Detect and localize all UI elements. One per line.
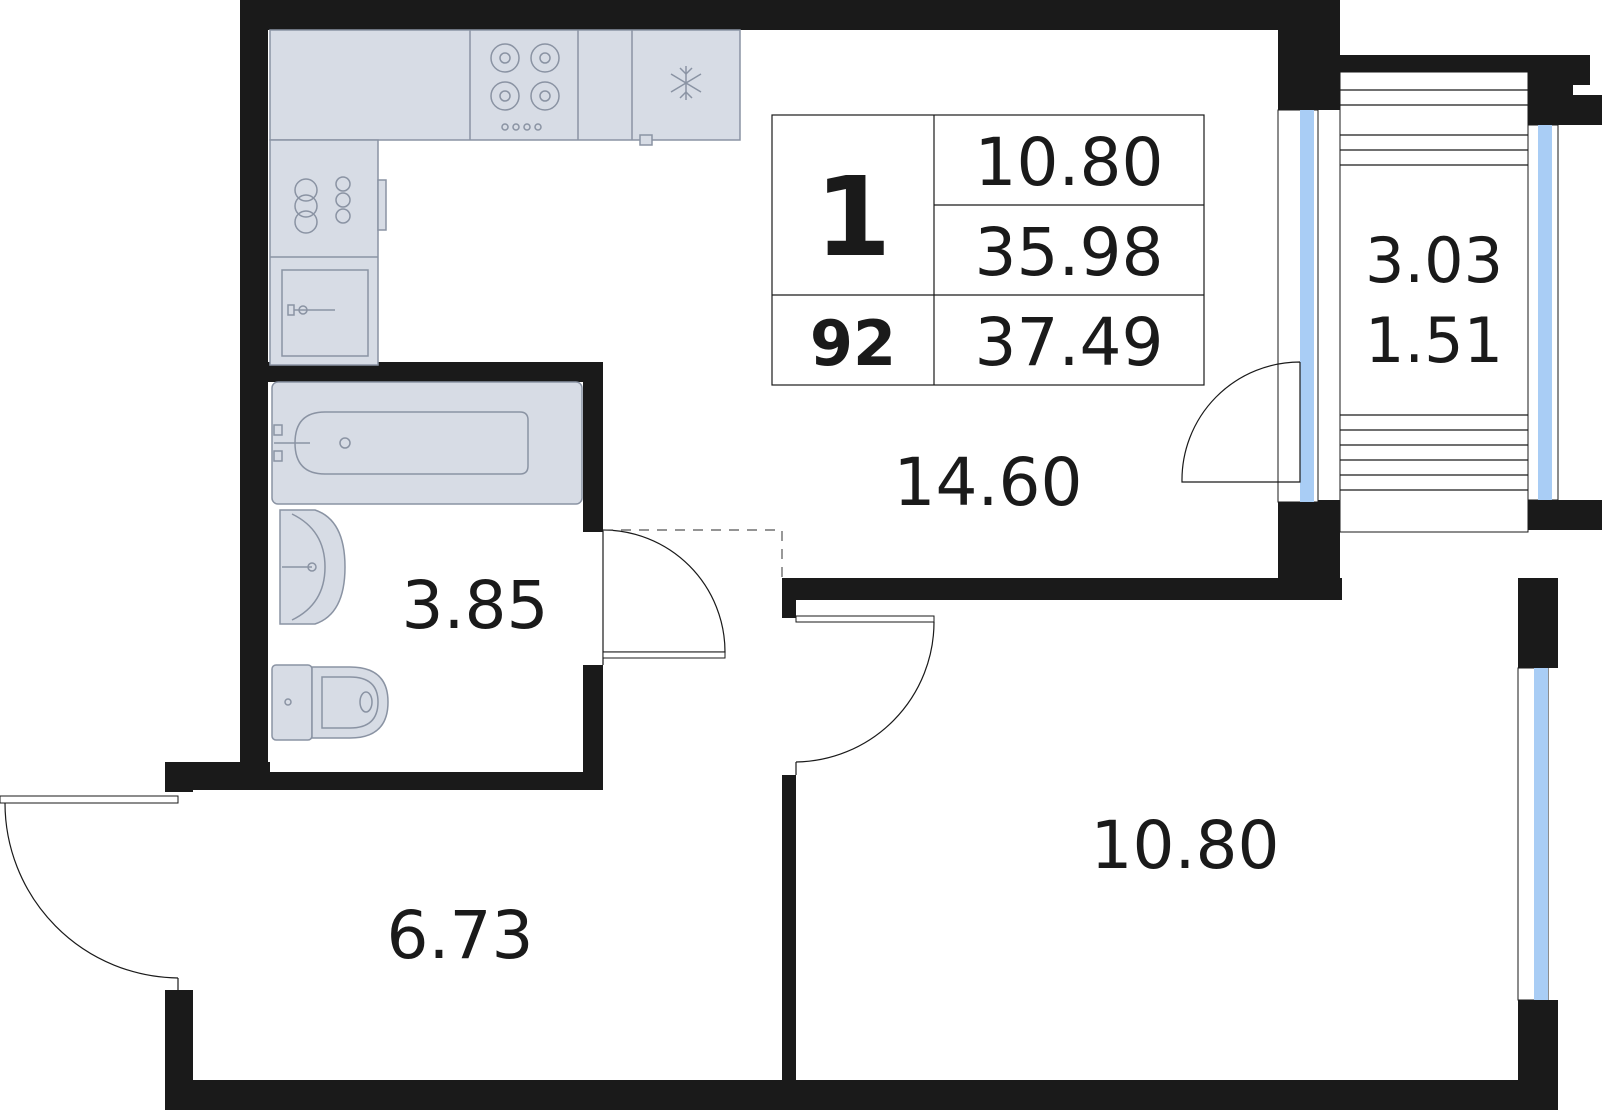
door-entrance [4, 802, 179, 979]
area-with-balcony: 37.49 [975, 304, 1164, 381]
door-balcony [1181, 361, 1301, 483]
washing-machine-icon [294, 176, 387, 234]
window-living-glass [1300, 110, 1314, 502]
wall-balcony-corner-tip [1573, 95, 1602, 125]
bathroom-fixtures [271, 381, 583, 741]
windows [1277, 109, 1559, 1001]
walls [165, 0, 1602, 1110]
wall-hall-left-bottom [165, 990, 193, 1110]
door-bedroom [795, 621, 935, 763]
wall-right-mid [1278, 500, 1340, 580]
wall-left-upper [240, 0, 268, 790]
wall-balcony-corner [1528, 55, 1573, 125]
doors [0, 361, 1301, 990]
bedroom-area: 10.80 [1091, 807, 1280, 884]
info-table-frame [771, 114, 1205, 386]
balcony-area: 3.03 [1365, 224, 1503, 297]
door-bathroom [602, 529, 726, 653]
sink-icon [281, 269, 369, 357]
fridge-handle [639, 134, 653, 146]
balcony-outline [1339, 71, 1529, 533]
wall-bath-top [268, 362, 603, 382]
kitchen-living-area: 14.60 [894, 444, 1083, 521]
snowflake-icon [670, 66, 702, 100]
kitchen-counter-left [269, 139, 379, 366]
living-area: 10.80 [975, 124, 1164, 201]
room-labels: 14.60 3.85 6.73 10.80 3.03 1.51 [387, 224, 1504, 974]
window-bedroom-glass [1534, 668, 1548, 1000]
zone-boundary [603, 529, 783, 578]
toilet-icon [271, 664, 389, 741]
balcony-slats [1340, 89, 1528, 491]
wall-living-bedroom [782, 578, 1342, 600]
wall-bedroom-right-upper-b [1518, 578, 1538, 668]
total-area: 35.98 [975, 214, 1164, 291]
window-balcony-glass [1538, 125, 1552, 500]
wall-bath-right-lower [583, 665, 603, 790]
balcony [1339, 71, 1529, 533]
wall-top [240, 0, 1340, 30]
bathroom-area: 3.85 [402, 567, 549, 644]
wall-balcony-bottom-right [1528, 500, 1602, 530]
hallway-area: 6.73 [387, 897, 534, 974]
wall-bath-bottom [268, 772, 603, 790]
wall-right-top [1278, 0, 1340, 110]
stove-icon [490, 43, 560, 131]
wall-bath-right-upper [583, 362, 603, 532]
wall-hall-left-top [165, 762, 193, 792]
info-table: 1 92 10.80 35.98 37.49 [771, 114, 1205, 386]
wall-bedroom-left [782, 775, 796, 1080]
washbasin-icon [279, 509, 346, 625]
kitchen-counter-top [269, 29, 741, 141]
balcony-reduced-area: 1.51 [1365, 304, 1503, 377]
wall-corridor-stub [782, 578, 796, 618]
rooms-count: 1 [815, 153, 892, 281]
wall-bottom [165, 1080, 1558, 1110]
apartment-number: 92 [810, 307, 896, 380]
kitchen-fixtures [269, 29, 741, 366]
bathtub-icon [271, 381, 583, 505]
